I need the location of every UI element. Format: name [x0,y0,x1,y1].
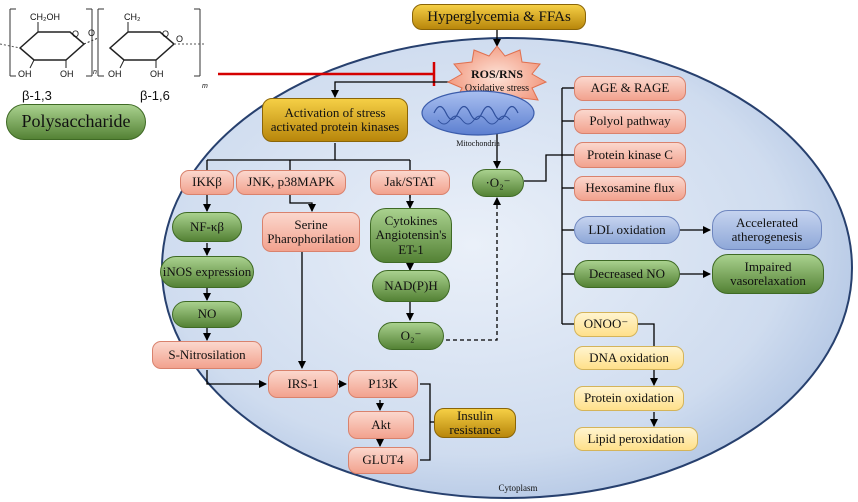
lipid-peroxidation-box: Lipid peroxidation [574,427,698,451]
no-box: NO [172,301,242,328]
svg-text:O: O [88,28,95,38]
s-nitrosilation-box: S-Nitrosilation [152,341,262,369]
nfkb-box: NF-κβ [172,212,242,242]
svg-text:n: n [93,69,97,76]
svg-text:m: m [202,83,208,90]
svg-text:OH: OH [18,69,32,79]
svg-text:OH: OH [150,69,164,79]
polyol-pathway-box: Polyol pathway [574,109,686,134]
superoxide-lower-box: O₂⁻ [378,322,444,350]
superoxide-upper-box: ·O₂⁻ [472,169,524,197]
inos-expression-box: iNOS expression [160,256,254,288]
accelerated-atherogenesis-box: Accelerated atherogenesis [712,210,822,250]
polysaccharide-structure: CH₂OH OH OH CH₂ OH OH O O O O n m [0,8,208,90]
ldl-oxidation-box: LDL oxidation [574,216,680,244]
irs-1-box: IRS-1 [268,370,338,398]
linkage-beta-1-6: β-1,6 [140,88,170,103]
connector-lines [203,30,711,461]
nadph-box: NAD(P)H [372,270,450,302]
ros-subtitle: Oxidative stress [465,83,529,94]
svg-text:O: O [72,29,79,39]
jnk-p38mapk-box: JNK, p38MAPK [236,170,346,195]
ros-title: ROS/RNS [471,67,523,81]
svg-text:CH₂: CH₂ [124,12,141,22]
akt-box: Akt [348,411,414,439]
mitochondria-label: Mitochondria [456,139,500,148]
impaired-vasorelaxation-box: Impaired vasorelaxation [712,254,824,294]
p13k-box: P13K [348,370,418,398]
glut4-box: GLUT4 [348,447,418,474]
protein-oxidation-box: Protein oxidation [574,386,684,411]
protein-kinase-c-box: Protein kinase C [574,142,686,168]
svg-text:CH₂OH: CH₂OH [30,12,60,22]
stress-kinases-box: Activation of stress activated protein k… [262,98,408,142]
cytoplasm-label: Cytoplasm [498,483,537,493]
linkage-beta-1-3: β-1,3 [22,88,52,103]
insulin-resistance-box: Insulin resistance [434,408,516,438]
svg-text:OH: OH [108,69,122,79]
dna-oxidation-box: DNA oxidation [574,346,684,370]
svg-text:OH: OH [60,69,74,79]
mitochondria-icon [421,90,535,136]
hyperglycemia-ffas-box: Hyperglycemia & FFAs [412,4,586,30]
serine-phosphorylation-box: Serine Pharophorilation [262,212,360,252]
ikkb-box: IKKβ [180,170,234,195]
svg-text:O: O [162,29,169,39]
age-rage-box: AGE & RAGE [574,76,686,101]
jak-stat-box: Jak/STAT [370,170,450,195]
onoo-box: ONOO⁻ [574,312,638,337]
svg-text:O: O [176,34,183,44]
polysaccharide-label: Polysaccharide [6,104,146,140]
cytokines-box: Cytokines Angiotensin's ET-1 [370,208,452,263]
decreased-no-box: Decreased NO [574,260,680,288]
hexosamine-flux-box: Hexosamine flux [574,176,686,201]
